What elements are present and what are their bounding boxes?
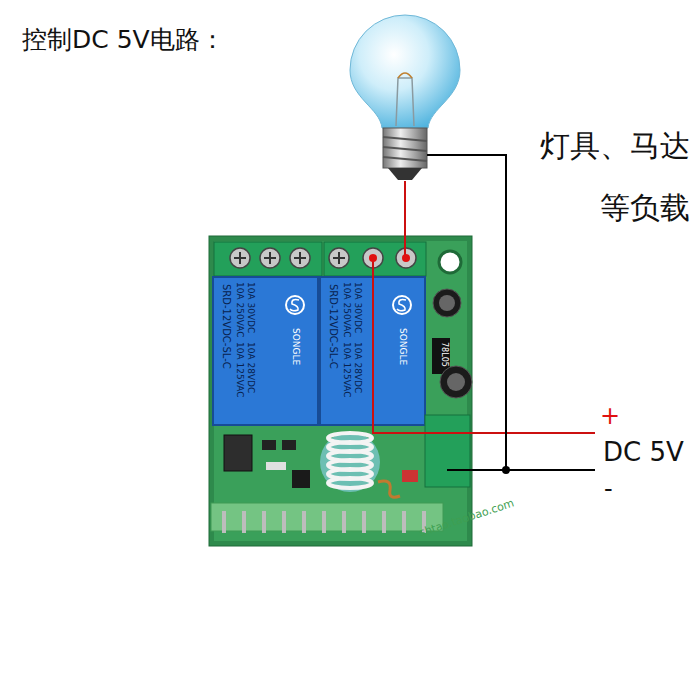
wire-dot bbox=[402, 254, 410, 262]
wire-dot bbox=[369, 254, 377, 262]
bulb-filament bbox=[396, 78, 414, 126]
bulb-thread bbox=[383, 157, 427, 161]
header-pin bbox=[222, 511, 226, 533]
screw-slot bbox=[294, 252, 306, 264]
mounting-hole bbox=[439, 251, 461, 273]
red-wire bbox=[373, 258, 595, 433]
terminal-screw bbox=[230, 248, 250, 268]
header-pin bbox=[322, 511, 326, 533]
black-wire bbox=[427, 155, 506, 470]
relay-model: SRD-12VDC-SL-C bbox=[328, 284, 339, 369]
terminal-block bbox=[324, 242, 426, 276]
capacitor-top bbox=[439, 295, 455, 311]
bulb-thread bbox=[383, 147, 427, 151]
relay-rating: 10A 28VDC bbox=[352, 342, 362, 393]
relay-brand: SONGLE bbox=[397, 328, 407, 365]
chip-marking: 78L05 bbox=[439, 342, 448, 367]
resistor bbox=[266, 462, 286, 470]
pcb-board bbox=[209, 236, 472, 546]
copper-coil bbox=[378, 481, 400, 497]
red-wire bbox=[404, 181, 406, 258]
relay-logo bbox=[286, 296, 304, 314]
receiver-chip bbox=[292, 470, 310, 488]
header-pin bbox=[302, 511, 306, 533]
relay-rating: 10A 28VDC bbox=[245, 342, 255, 393]
diagram-title: 控制DC 5V电路： bbox=[22, 26, 225, 54]
antenna-coil-base bbox=[320, 432, 380, 492]
terminal-screw bbox=[260, 248, 280, 268]
relay-rating: 10A 125VAC bbox=[234, 342, 244, 398]
screw-slot bbox=[264, 252, 276, 264]
terminal-screw bbox=[290, 248, 310, 268]
relay-rating: 10A 250VAC bbox=[341, 282, 351, 338]
capacitor bbox=[433, 289, 461, 317]
header-pin bbox=[402, 511, 406, 533]
header-pin bbox=[342, 511, 346, 533]
smd-part bbox=[402, 470, 418, 482]
relay-logo bbox=[397, 300, 406, 311]
bulb-tip bbox=[388, 168, 422, 180]
terminal-screw bbox=[329, 248, 349, 268]
relay-rating: 10A 250VAC bbox=[234, 282, 244, 338]
relay-rating: 10A 125VAC bbox=[341, 342, 351, 398]
power-terminal-block bbox=[425, 415, 470, 487]
junction-dot bbox=[502, 466, 510, 474]
bulb-glass bbox=[350, 15, 460, 128]
transistor bbox=[282, 440, 296, 450]
screw-slot bbox=[333, 252, 345, 264]
negative-sign: - bbox=[604, 477, 613, 501]
capacitor bbox=[440, 366, 472, 398]
bulb-thread bbox=[383, 137, 427, 141]
relay-logo bbox=[290, 300, 299, 311]
antenna-coil bbox=[328, 478, 372, 488]
header-pin bbox=[362, 511, 366, 533]
push-button bbox=[224, 435, 252, 471]
header-pin bbox=[262, 511, 266, 533]
relay-model: SRD-12VDC-SL-C bbox=[221, 284, 232, 369]
positive-sign: + bbox=[600, 404, 620, 428]
bulb-filament-coil bbox=[398, 73, 412, 78]
header-pin bbox=[382, 511, 386, 533]
voltage-label: DC 5V bbox=[603, 439, 684, 465]
pcb-surface bbox=[214, 241, 467, 541]
load-label: 灯具、马达 等负载 bbox=[525, 115, 690, 239]
screw-slot bbox=[234, 252, 246, 264]
header-pin bbox=[282, 511, 286, 533]
relay-logo bbox=[393, 296, 411, 314]
transistor bbox=[262, 440, 276, 450]
terminal-block bbox=[214, 242, 322, 276]
relay-body bbox=[213, 277, 318, 425]
capacitor-top bbox=[447, 373, 465, 391]
relay-brand: SONGLE bbox=[290, 328, 300, 365]
relay-rating: 10A 30VDC bbox=[352, 282, 362, 333]
relay-rating: 10A 30VDC bbox=[245, 282, 255, 333]
black-wire bbox=[447, 469, 595, 471]
header-pin bbox=[242, 511, 246, 533]
bulb-base bbox=[383, 128, 427, 168]
